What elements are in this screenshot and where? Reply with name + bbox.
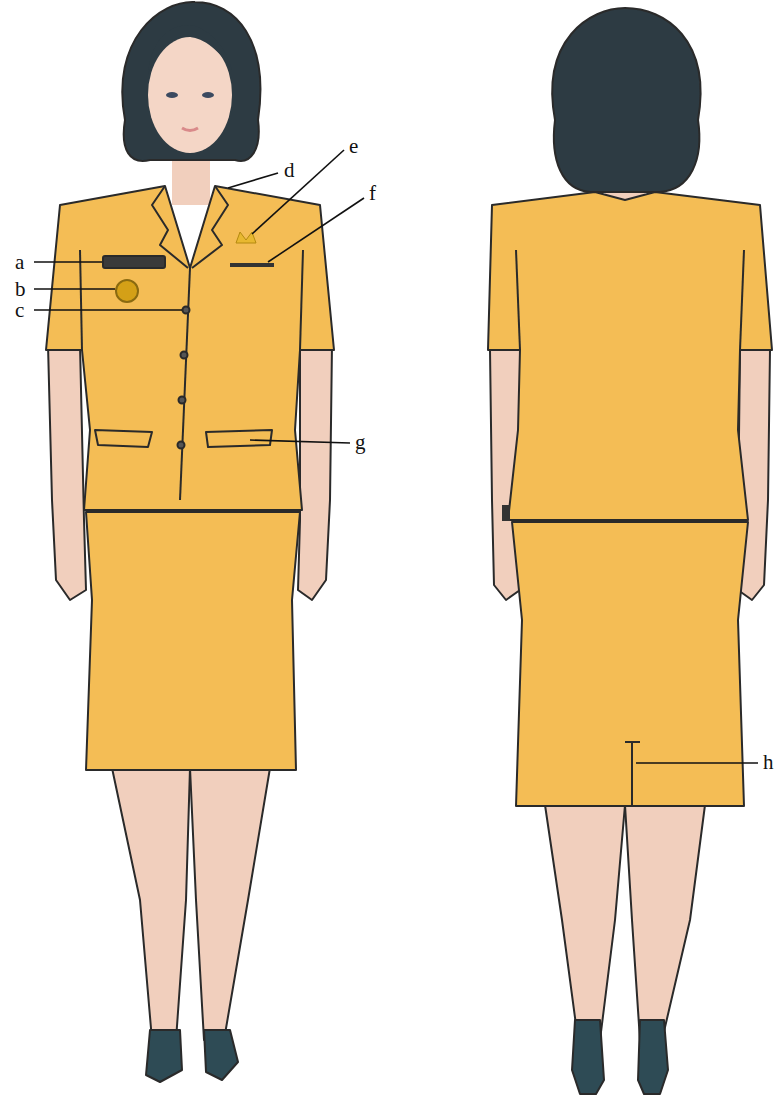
callout-letter: c bbox=[14, 300, 25, 321]
callout-letter: a bbox=[14, 252, 25, 273]
callout-letter: h bbox=[762, 752, 775, 773]
callout-letter: d bbox=[283, 160, 296, 181]
callout-letter: f bbox=[368, 183, 377, 204]
callout-letter: g bbox=[354, 432, 367, 453]
callout-letter: e bbox=[348, 136, 359, 157]
callout-letter: b bbox=[14, 279, 27, 300]
